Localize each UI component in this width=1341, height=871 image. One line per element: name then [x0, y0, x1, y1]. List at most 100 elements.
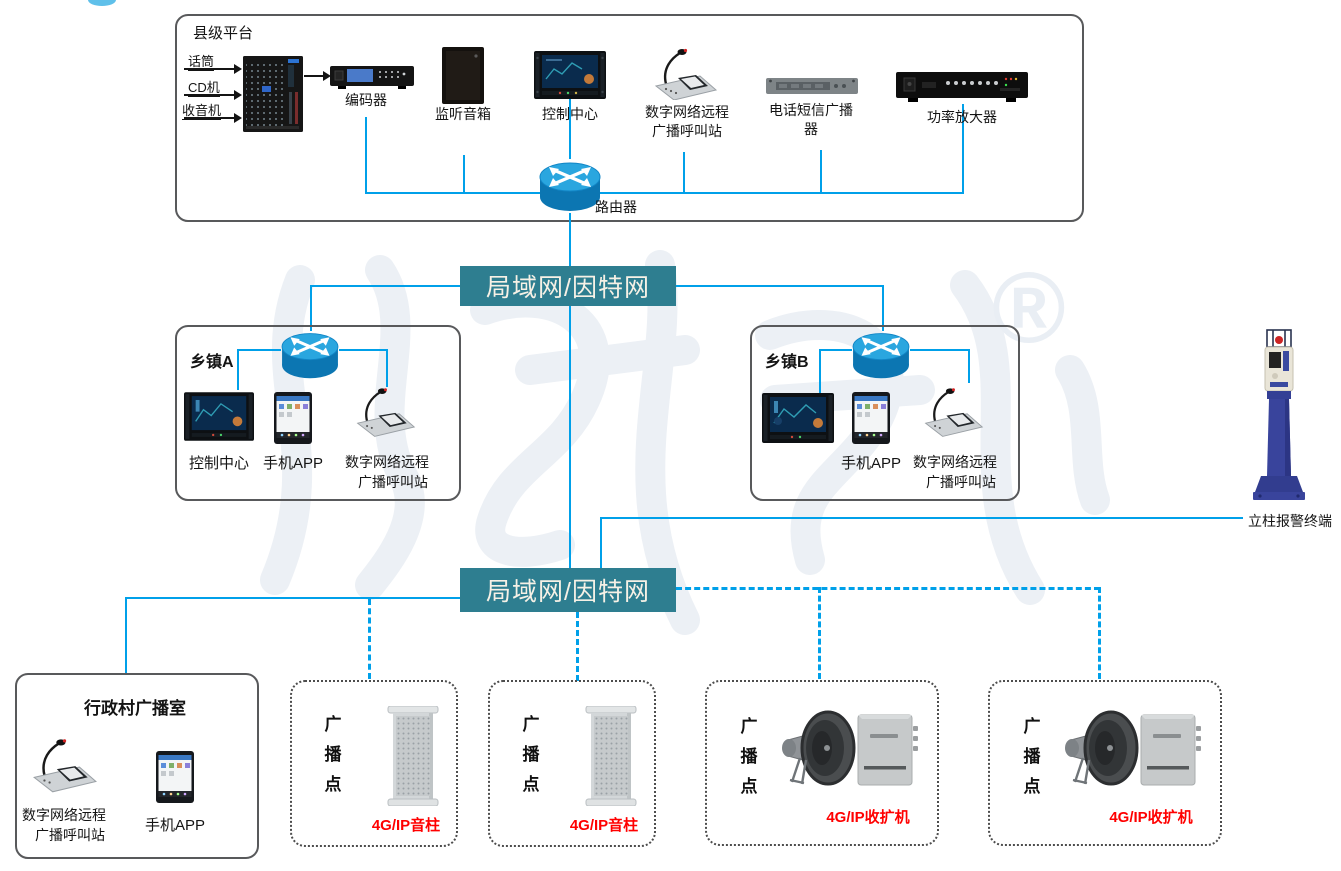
power-amplifier-label: 功率放大器: [927, 109, 997, 125]
town-b-router-left-line: [819, 349, 852, 351]
horn-speaker-image: [1065, 710, 1139, 786]
county-call-station-label-line2: 广播呼叫站: [652, 123, 722, 139]
town-b-router-right-line: [910, 349, 970, 351]
broadcast-point-2-label: 广播点: [522, 715, 540, 794]
town-a-phone-image: [274, 392, 312, 444]
town-a-title: 乡镇A: [190, 354, 234, 371]
power-amplifier-image: [896, 72, 1028, 102]
broadcast-point-2-device-label: 4G/IP音柱: [569, 817, 639, 834]
broadcast-point-4-label: 广播点: [1023, 717, 1041, 796]
town-b-title: 乡镇B: [765, 354, 809, 371]
broadcast-point-3-label: 广播点: [740, 717, 758, 796]
village-broadcast-room-box: [15, 673, 259, 859]
town-b-router-icon: [852, 333, 910, 379]
encoder-label: 编码器: [345, 92, 387, 108]
router-icon: [539, 162, 601, 211]
town-b-station-drop-line: [968, 349, 970, 383]
town-a-router-icon: [281, 333, 339, 379]
village-broadcast-room-title: 行政村广播室: [84, 699, 186, 718]
call-station-image: [654, 48, 718, 100]
control-center-image: [534, 51, 606, 99]
input-label-cd-player: CD机: [188, 80, 220, 97]
broadcast-point-1-label: 广播点: [324, 715, 342, 794]
band2-to-bp2-dashed-line: [576, 612, 579, 681]
decorative-blob: [88, 0, 116, 6]
broadcast-point-3-box: [705, 680, 939, 846]
pole-alarm-terminal-label: 立柱报警终端: [1248, 513, 1332, 529]
pole-terminal-down-line: [600, 517, 602, 569]
town-a-phone-label: 手机APP: [262, 455, 324, 472]
monitor-speaker-drop-line: [463, 155, 465, 193]
mixer-to-encoder-arrow-shaft: [304, 75, 324, 77]
village-phone-label: 手机APP: [144, 817, 206, 834]
town-b-call-station-label-line1: 数字网络远程: [913, 454, 997, 470]
town-b-control-center-image: [762, 393, 834, 443]
call-station-drop-line: [683, 152, 685, 193]
county-call-station-label-line1: 数字网络远程: [645, 104, 729, 120]
input-arrow-shaft: [184, 117, 234, 119]
village-phone-image: [156, 751, 194, 803]
town-b-phone-image: [852, 392, 890, 444]
sms-broadcaster-label-line2: 器: [804, 121, 818, 137]
band1-left-line: [310, 285, 460, 287]
pole-alarm-terminal-image: [1253, 329, 1305, 500]
monitor-speaker-label: 监听音箱: [435, 106, 491, 122]
router-to-band-line: [569, 213, 571, 266]
band2-left-line: [125, 597, 460, 599]
input-arrow-shaft: [184, 68, 234, 70]
network-band-top: 局域网/因特网: [460, 266, 676, 306]
town-a-router-left-line: [237, 349, 281, 351]
village-call-station-image: [32, 739, 97, 793]
town-b-phone-label: 手机APP: [840, 455, 902, 472]
town-a-box: [175, 325, 461, 501]
county-platform-title: 县级平台: [193, 25, 254, 42]
town-b-rack-drop-line: [819, 349, 821, 396]
mixer-to-encoder-arrow-head: [323, 71, 331, 81]
sms-broadcaster-image: [766, 78, 858, 94]
broadcast-point-2-box: [488, 680, 656, 847]
town-a-control-center-image: [184, 392, 254, 441]
encoder-image: [330, 66, 414, 89]
county-platform-box: [175, 14, 1084, 222]
horn-speaker-image: [782, 710, 856, 786]
sms-broadcaster-label-line1: 电话短信广播: [769, 102, 853, 118]
village-call-station-label-line1: 数字网络远程: [22, 807, 106, 823]
town-a-rack-drop-line: [237, 349, 239, 390]
input-arrow-head: [234, 90, 242, 100]
wall-amplifier-image: [1140, 714, 1201, 786]
village-call-station-label-line2: 广播呼叫站: [35, 827, 105, 843]
encoder-drop-line: [365, 117, 367, 193]
band1-to-band2-line: [569, 306, 571, 568]
town-b-call-station-label-line2: 广播呼叫站: [926, 474, 996, 490]
control-center-drop-line: [569, 99, 571, 159]
input-label-radio: 收音机: [182, 103, 222, 120]
amplifier-drop-line: [962, 104, 964, 193]
broadcast-point-3-device-label: 4G/IP收扩机: [826, 809, 910, 826]
wall-amplifier-image: [857, 714, 918, 786]
input-arrow-shaft: [184, 94, 234, 96]
mixer-console-image: [243, 56, 303, 132]
town-a-call-station-label-line1: 数字网络远程: [345, 454, 429, 470]
band2-right-dashed-line: [676, 587, 1100, 590]
town-a-router-right-line: [339, 349, 388, 351]
router-label: 路由器: [595, 199, 637, 215]
broadcast-point-4-device-label: 4G/IP收扩机: [1109, 809, 1193, 826]
county-bus-line: [365, 192, 964, 194]
band2-to-bp4-dashed-line: [1098, 587, 1101, 679]
column-speaker-image: [387, 706, 439, 806]
town-b-call-station-image: [924, 388, 984, 437]
input-arrow-head: [234, 64, 242, 74]
band2-to-village-line: [125, 597, 127, 674]
county-control-center-label: 控制中心: [542, 106, 598, 122]
broadcast-point-4-box: [988, 680, 1222, 846]
input-label-microphone: 话筒: [188, 54, 215, 71]
registered-trademark-watermark: ®: [992, 252, 1066, 364]
broadcast-point-1-device-label: 4G/IP音柱: [371, 817, 441, 834]
input-arrow-head: [234, 113, 242, 123]
network-band-bottom: 局域网/因特网: [460, 568, 676, 612]
band1-to-townB-line: [882, 285, 884, 331]
band2-to-bp1-dashed-line: [368, 599, 371, 679]
sms-broadcaster-drop-line: [820, 150, 822, 193]
pole-terminal-line: [600, 517, 1243, 519]
